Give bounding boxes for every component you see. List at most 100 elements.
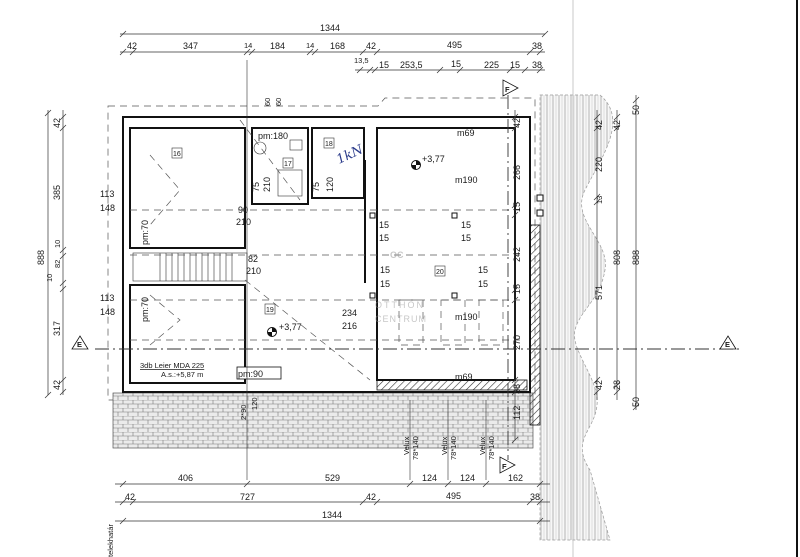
dim-opening: 60	[263, 98, 272, 106]
dimension-tick	[366, 66, 374, 74]
svg-text:m190: m190	[455, 312, 478, 322]
svg-text:347: 347	[183, 41, 198, 51]
svg-text:m69: m69	[457, 128, 475, 138]
dimension-tick	[511, 388, 519, 396]
svg-text:OTTHON: OTTHON	[375, 300, 425, 310]
svg-text:495: 495	[447, 40, 462, 50]
dimension-lines	[44, 30, 640, 525]
dimension-tick	[511, 201, 519, 209]
dim-right-outer: 42 220 13 571 42 42 808 28 50 888 50	[594, 105, 641, 407]
annotations: pm:180 pm:70 pm:70 pm:90 +3,77 +3,77 m69…	[100, 128, 496, 557]
dimension-tick	[444, 480, 452, 488]
dimension-tick	[59, 124, 67, 132]
hatched-wall-bottom	[376, 379, 528, 391]
dim-right-inner: 42 266 15 242 15 270 38 112	[512, 118, 522, 420]
dimension-tick	[482, 480, 490, 488]
svg-text:14: 14	[306, 41, 314, 50]
dimension-tick	[306, 48, 314, 56]
svg-text:E: E	[77, 340, 82, 349]
svg-text:406: 406	[178, 473, 193, 483]
dimension-tick	[526, 498, 534, 506]
dimension-tick	[44, 391, 52, 399]
dimension-tick	[521, 66, 529, 74]
watermark-logo: OC OTTHON CENTRUM	[375, 250, 426, 324]
svg-text:50: 50	[631, 105, 641, 115]
dimension-tick	[632, 403, 640, 411]
svg-text:385: 385	[52, 185, 62, 200]
svg-text:15: 15	[478, 279, 488, 289]
svg-text:18: 18	[325, 141, 333, 148]
svg-text:42: 42	[612, 120, 622, 130]
dimension-tick	[373, 48, 381, 56]
svg-text:124: 124	[422, 473, 437, 483]
dimension-tick	[506, 66, 514, 74]
svg-text:15: 15	[478, 265, 488, 275]
svg-text:210: 210	[262, 177, 272, 192]
svg-text:112: 112	[512, 406, 522, 420]
svg-text:Velux: Velux	[478, 436, 487, 455]
dimension-tick	[119, 517, 127, 525]
svg-text:75: 75	[311, 182, 321, 192]
svg-text:42: 42	[366, 492, 376, 502]
svg-text:pm:70: pm:70	[140, 297, 150, 322]
dimension-tick	[511, 113, 519, 121]
svg-text:113: 113	[100, 293, 114, 303]
dim-opening: 60	[274, 98, 283, 106]
dim-bottom-row1: 406 529 124 124 162	[178, 473, 523, 483]
dimension-tick	[536, 48, 544, 56]
dimension-tick	[59, 285, 67, 293]
svg-text:F: F	[502, 462, 507, 471]
svg-text:495: 495	[446, 491, 461, 501]
dimension-tick	[613, 124, 621, 132]
dimension-tick	[536, 498, 544, 506]
svg-text:+3,77: +3,77	[422, 154, 445, 164]
dimension-tick	[541, 30, 549, 38]
velux-leaders	[246, 60, 487, 480]
svg-text:50: 50	[631, 397, 641, 407]
dimension-tick	[511, 436, 519, 444]
dimension-tick	[436, 66, 444, 74]
svg-text:317: 317	[52, 321, 62, 336]
dimension-tick	[59, 113, 67, 121]
dimension-tick	[511, 376, 519, 384]
svg-text:pm:90: pm:90	[238, 369, 263, 379]
svg-text:15: 15	[380, 265, 390, 275]
svg-text:+3,77: +3,77	[279, 322, 302, 332]
svg-text:225: 225	[484, 60, 499, 70]
svg-text:38: 38	[530, 492, 540, 502]
dimension-tick	[613, 113, 621, 121]
svg-text:17: 17	[284, 161, 292, 168]
svg-text:38: 38	[532, 41, 542, 51]
svg-text:15: 15	[512, 202, 522, 212]
dim-top-row1: 42 347 14 184 14 168 42 495 38	[127, 40, 542, 51]
dimension-tick	[311, 48, 319, 56]
svg-text:OC: OC	[390, 250, 404, 260]
svg-text:20: 20	[436, 269, 444, 276]
dimension-tick	[119, 30, 127, 38]
svg-text:78*140: 78*140	[487, 436, 496, 460]
svg-text:120: 120	[250, 397, 259, 410]
dimension-tick	[243, 48, 251, 56]
svg-text:19: 19	[266, 307, 274, 314]
svg-text:15: 15	[380, 279, 390, 289]
dim-bottom-total: 1344	[322, 510, 342, 520]
svg-text:15: 15	[379, 220, 389, 230]
svg-text:42: 42	[127, 41, 137, 51]
dim-left-total: 888	[36, 250, 46, 265]
hatched-wall-right	[529, 224, 541, 426]
dimension-tick	[119, 48, 127, 56]
dimension-tick	[511, 211, 519, 219]
svg-text:78*140: 78*140	[449, 436, 458, 460]
svg-text:571: 571	[594, 285, 604, 300]
svg-text:75: 75	[251, 182, 261, 192]
svg-text:220: 220	[594, 157, 604, 172]
svg-text:162: 162	[508, 473, 523, 483]
svg-text:90: 90	[238, 205, 248, 215]
svg-text:10: 10	[45, 274, 54, 282]
svg-text:13: 13	[595, 196, 604, 204]
svg-text:E: E	[725, 340, 730, 349]
svg-text:15: 15	[461, 220, 471, 230]
dim-bottom-row2: 42 727 42 495 38	[125, 491, 540, 502]
svg-text:82: 82	[53, 260, 62, 268]
terrace-strip	[112, 392, 534, 449]
